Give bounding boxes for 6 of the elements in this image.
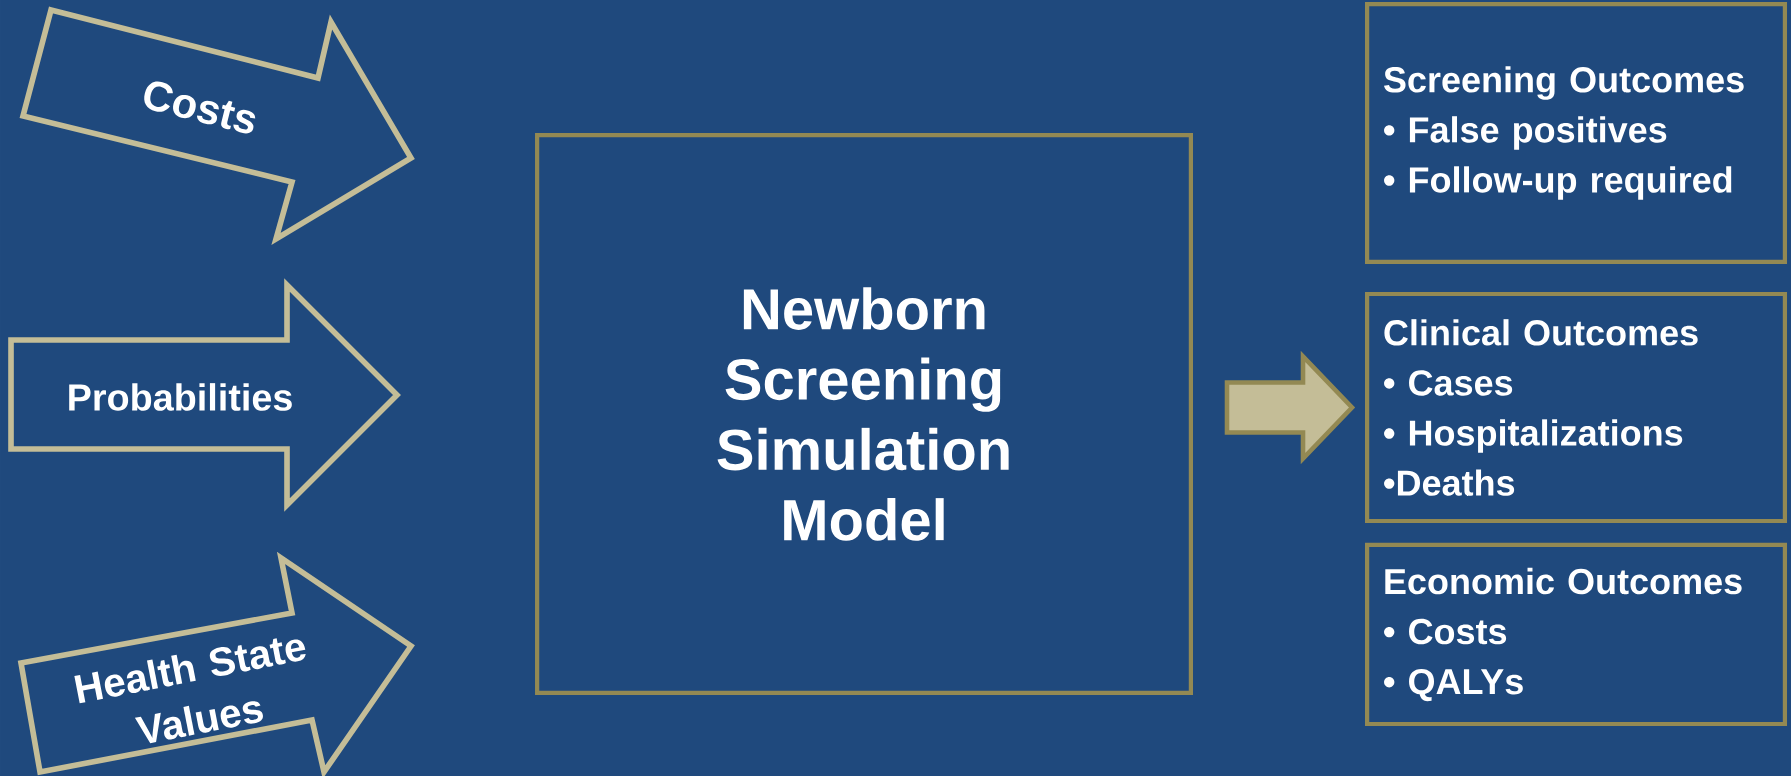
outcome-box: Economic Outcomes • Costs • QALYs bbox=[1365, 542, 1787, 727]
outcome-box: Clinical Outcomes • Cases • Hospitalizations •Deaths bbox=[1365, 291, 1787, 524]
block-arrow bbox=[1224, 350, 1356, 465]
pointer-panel: Probabilities bbox=[8, 278, 401, 512]
model-box: Newborn Screening Simulation Model bbox=[535, 132, 1193, 695]
outcome-box: Screening Outcomes • False positives • Follow-up required bbox=[1365, 1, 1787, 265]
